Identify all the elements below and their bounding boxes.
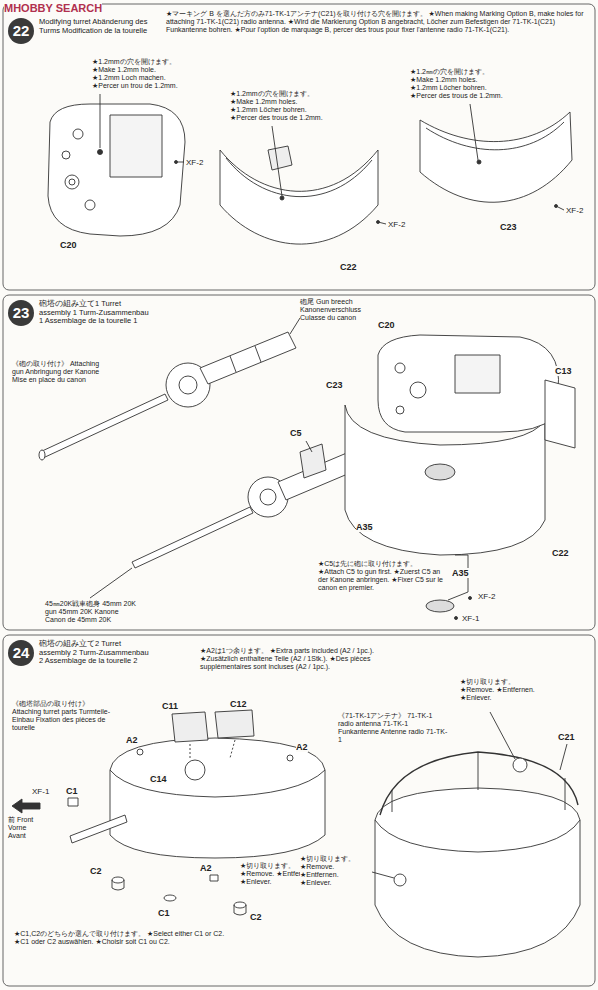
- antenna-rail: [380, 752, 578, 815]
- turret-wall-part: [420, 112, 572, 202]
- step-heading: Modifying turret Abänderung des Turms Mo…: [39, 18, 151, 35]
- turret-wall-part: [220, 150, 378, 244]
- part-number: C20: [378, 320, 395, 330]
- paint-code: XF-2: [566, 206, 583, 215]
- a35-bracket: [448, 555, 468, 600]
- part-number: C12: [230, 699, 247, 709]
- caption-text: 砲尾 Gun breech Kanonenverschluss Culasse …: [300, 298, 382, 322]
- instruction-note: ★C1,C2のどちらか選んで取り付けます。 ★Select either C1 …: [14, 930, 234, 946]
- part-number: C11: [162, 701, 178, 711]
- step-number: 22 Modifying turret Abänderung des Turms …: [8, 18, 151, 44]
- paint-code: XF-1: [32, 787, 49, 796]
- instruction-note: ★1.2mmの穴を開けます。 ★Make 1.2mm holes. ★1.2mm…: [230, 90, 325, 122]
- c13-part: [545, 380, 575, 448]
- part-number: C22: [340, 262, 357, 272]
- step-number-text: 22: [8, 18, 34, 44]
- part-number: C2: [90, 866, 102, 876]
- gun-barrel: [132, 507, 253, 568]
- gun-breech: [200, 332, 296, 384]
- caption-text: 《砲塔部品の取り付け》 Attaching turret parts Turmt…: [12, 700, 112, 732]
- step-panel: [3, 4, 595, 290]
- part-number: C21: [558, 732, 575, 742]
- instruction-note: ★A2は1つ余ります。 ★Extra parts included (A2 / …: [200, 647, 390, 671]
- part-number: C1: [66, 786, 78, 796]
- caption-text: 前 Front Vorne Avant: [8, 816, 42, 840]
- paint-code: XF-2: [388, 220, 405, 229]
- part-number: A2: [126, 735, 138, 745]
- part-number: A35: [452, 568, 469, 578]
- step-panel: [3, 635, 595, 986]
- turret-roof: [378, 335, 559, 432]
- hatch-part: [215, 710, 254, 738]
- turret-roof: [110, 738, 325, 797]
- part-number: C20: [60, 240, 77, 250]
- turret-roof-part: [48, 104, 185, 236]
- caption-text: 《71-TK-1アンテナ》 71-TK-1 radio antenna 71-T…: [338, 712, 448, 744]
- step-number: 24砲塔の組み立て2 Turret assembly 2 Turm-Zusamm…: [8, 640, 151, 666]
- part-number: A2: [296, 742, 308, 752]
- hatch-opening: [110, 115, 162, 177]
- front-arrow: [12, 799, 40, 813]
- caption-text: 《砲の取り付け》 Attaching gun Anbringung der Ka…: [12, 360, 104, 384]
- part-number: C14: [150, 774, 167, 784]
- paint-code: XF-1: [462, 614, 479, 623]
- part-number: C5: [290, 428, 302, 438]
- watermark: MHOBBY SEARCH: [4, 2, 102, 15]
- instruction-note: ★切り取ります。 ★Remove. ★Entfernen. ★Enlever.: [460, 678, 535, 702]
- gun-barrel: [40, 394, 168, 458]
- step-number-text: 23: [8, 300, 34, 326]
- step-heading: 砲塔の組み立て2 Turret assembly 2 Turm-Zusammen…: [39, 640, 151, 666]
- turret-roof: [375, 788, 580, 852]
- step-number: 23砲塔の組み立て1 Turret assembly 1 Turm-Zusamm…: [8, 300, 151, 326]
- caption-text: 45㎜20K戦車砲身 45mm 20K gun 45mm 20K Kanone …: [45, 600, 137, 624]
- part-number: C2: [250, 912, 262, 922]
- part-number: A35: [356, 522, 373, 532]
- part-number: C23: [500, 222, 517, 232]
- part-number: A2: [200, 863, 212, 873]
- paint-code: XF-2: [186, 158, 203, 167]
- part-number: C23: [326, 380, 343, 390]
- step-number-text: 24: [8, 640, 34, 666]
- c5-part: [300, 444, 326, 478]
- step-heading: 砲塔の組み立て1 Turret assembly 1 Turm-Zusammen…: [39, 300, 151, 326]
- instruction-note: ★切り取ります。 ★Remove. ★Entfernen. ★Enlever.: [300, 855, 370, 887]
- part-number: C13: [555, 366, 572, 376]
- part-number: C22: [552, 548, 569, 558]
- instruction-note: ★1.2㎜の穴を開けます。 ★Make 1.2mm holes. ★1.2mm …: [410, 68, 505, 100]
- a35-part: [425, 464, 455, 480]
- hatch-part: [172, 712, 208, 742]
- paint-code: XF-2: [478, 592, 495, 601]
- part-number: C1: [158, 908, 170, 918]
- instruction-note: ★マーキング B を選んだ方のみ71-TK-1アンテナ(C21)を取り付ける穴を…: [166, 10, 590, 34]
- instruction-note: ★1.2mmの穴を開けます。 ★Make 1.2mm hole. ★1.2mm …: [92, 58, 182, 90]
- gun-barrel: [70, 815, 127, 843]
- step-panel: [3, 295, 595, 630]
- instruction-note: ★C5は先に砲に取り付けます。 ★Attach C5 to gun first.…: [318, 560, 443, 592]
